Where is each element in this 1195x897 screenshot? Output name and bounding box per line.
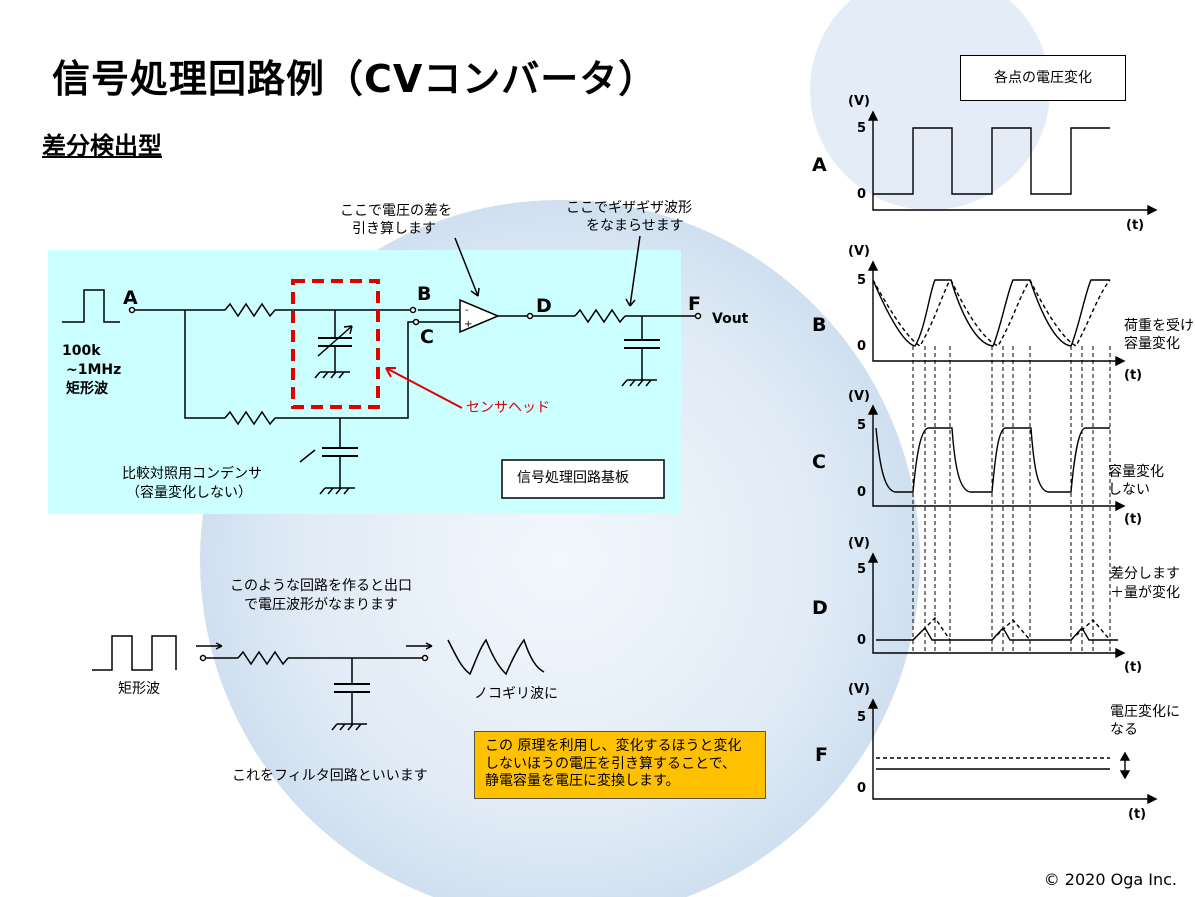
copyright: © 2020 Oga Inc. (1043, 870, 1177, 889)
sensor-head-label: センサヘッド (466, 400, 550, 416)
filter-input-label: 矩形波 (118, 681, 160, 697)
c-t-unit: (t) (1124, 512, 1143, 527)
d-v-high: 5 (857, 562, 867, 577)
wave-b-label: B (812, 314, 827, 336)
wave-c-label: C (812, 451, 826, 473)
b-t-unit: (t) (1124, 368, 1143, 383)
wave-d-label: D (812, 597, 828, 619)
svg-text:-: - (465, 305, 469, 316)
b-v-zero: 0 (857, 339, 867, 354)
input-desc-line3: 矩形波 (66, 381, 108, 397)
principle-line2: しないほうの電圧を引き算することで、 (485, 755, 737, 772)
a-v-unit: (V) (848, 94, 870, 109)
c-v-high: 5 (857, 418, 867, 433)
filter-caption-line1: このような回路を作ると出口 (230, 578, 412, 594)
wave-a-label: A (812, 154, 827, 176)
d-t-unit: (t) (1124, 660, 1143, 675)
d-note-line2: ＋量が変化 (1110, 585, 1180, 601)
c-v-zero: 0 (857, 485, 867, 500)
annotation-diff-line2: 引き算します (352, 221, 436, 237)
page-title: 信号処理回路例（CVコンバータ） (52, 57, 658, 101)
filter-caption-line2: で電圧波形がなまります (244, 597, 398, 613)
node-c-label: C (420, 326, 434, 348)
annotation-diff-line1: ここで電圧の差を (340, 203, 452, 219)
a-v-zero: 0 (857, 187, 867, 202)
f-v-zero: 0 (857, 781, 867, 796)
d-v-zero: 0 (857, 633, 867, 648)
c-v-unit: (V) (848, 389, 870, 404)
node-f-label: F (688, 293, 701, 315)
wave-f-label: F (815, 744, 828, 766)
a-t-unit: (t) (1126, 218, 1145, 233)
annotation-smooth-line1: ここでギザギザ波形 (566, 200, 692, 216)
annotation-smooth-line2: をなまらせます (586, 218, 684, 234)
waveform-header: 各点の電圧変化 (960, 55, 1126, 101)
ref-cap-line2: （容量変化しない） (126, 485, 252, 501)
ref-cap-line1: 比較対照用コンデンサ (122, 466, 262, 482)
b-note-line2: 容量変化 (1124, 336, 1180, 352)
filter-output-label: ノコギリ波に (474, 686, 558, 702)
f-note-line2: なる (1110, 722, 1138, 738)
input-desc-line2: ~1MHz (66, 362, 122, 378)
b-note-line1: 荷重を受け (1124, 318, 1194, 334)
c-note-line1: 容量変化 (1108, 464, 1164, 480)
b-v-high: 5 (857, 273, 867, 288)
a-v-high: 5 (857, 121, 867, 136)
b-v-unit: (V) (848, 244, 870, 259)
f-t-unit: (t) (1128, 807, 1147, 822)
filter-footer: これをフィルタ回路といいます (232, 768, 428, 784)
node-b-label: B (417, 283, 432, 305)
node-d-label: D (536, 295, 552, 317)
principle-line1: この 原理を利用し、変化するほうと変化 (485, 738, 742, 754)
node-a-label: A (123, 287, 138, 309)
f-v-high: 5 (857, 710, 867, 725)
f-note-line1: 電圧変化に (1110, 704, 1180, 720)
board-label: 信号処理回路基板 (517, 470, 629, 486)
vout-label: Vout (712, 311, 749, 327)
page-subtitle: 差分検出型 (42, 132, 162, 160)
d-v-unit: (V) (848, 536, 870, 551)
principle-line3: 静電容量を電圧に変換します。 (485, 773, 680, 789)
d-note-line1: 差分します (1110, 566, 1180, 582)
svg-text:+: + (464, 319, 472, 330)
input-desc-line1: 100k (62, 343, 101, 359)
c-note-line2: しない (1108, 482, 1150, 498)
principle-note: この 原理を利用し、変化するほうと変化 しないほうの電圧を引き算することで、 静… (474, 731, 766, 799)
f-v-unit: (V) (848, 682, 870, 697)
